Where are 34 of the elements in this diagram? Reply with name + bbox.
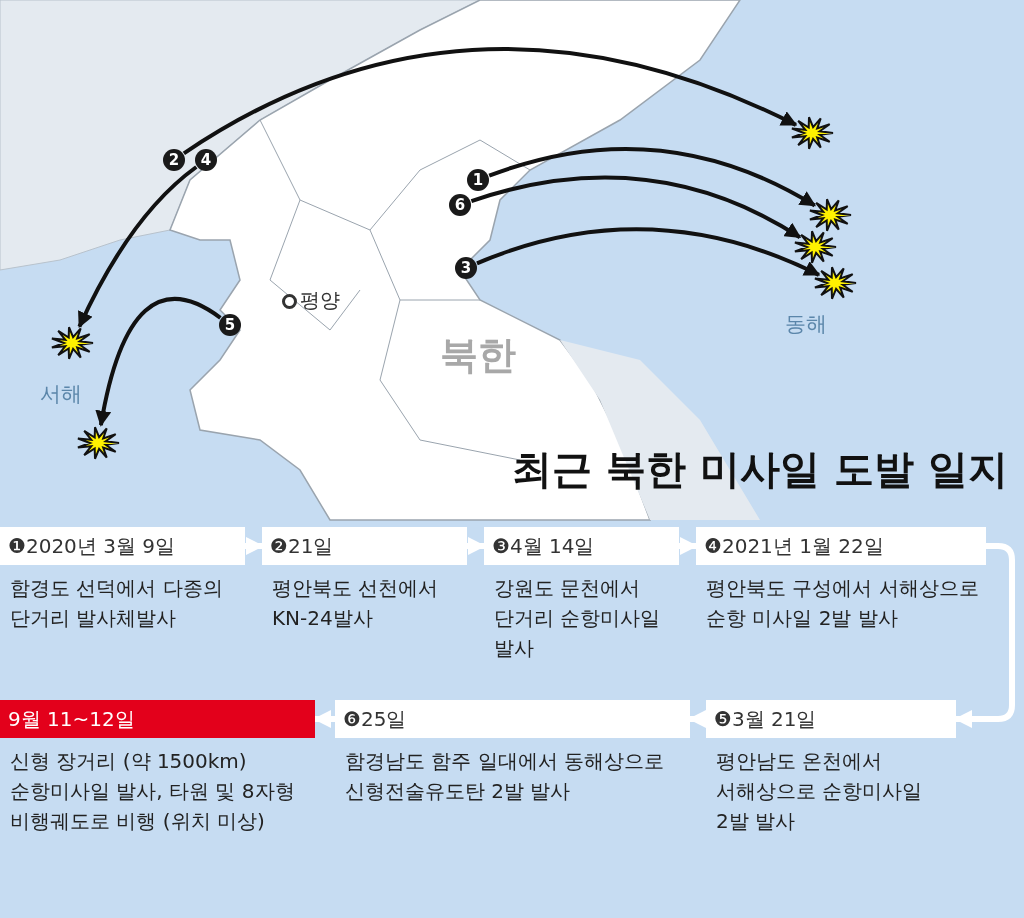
- date-header: ❺3월 21일: [706, 700, 956, 738]
- explosion-icon: [793, 230, 837, 264]
- missile-trajectory-arrow: [470, 175, 802, 239]
- event-description: 신형 장거리 (약 1500km) 순항미사일 발사, 타원 및 8자형 비행궤도로 비행 (위치 미상): [10, 748, 296, 835]
- sea-label: 동해: [785, 311, 827, 338]
- date-header: ❸4월 14일: [484, 527, 679, 565]
- date-header: ❹2021년 1월 22일: [696, 527, 986, 565]
- timeline-arrow: [679, 537, 698, 555]
- event-description: 평안남도 온천에서 서해상으로 순항미사일 2발 발사: [716, 748, 924, 835]
- event-description: 함경남도 함주 일대에서 동해상으로 신형전술유도탄 2발 발사: [345, 748, 666, 805]
- missile-trajectory-arrow: [182, 47, 798, 155]
- event-description: 평안북도 구성에서 서해상으로 순항 미사일 2발 발사: [706, 575, 980, 632]
- missile-trajectory-arrow: [476, 227, 821, 277]
- event-description: 함경도 선덕에서 다종의 단거리 발사체발사: [10, 575, 224, 632]
- missile-trajectory-arrow: [488, 146, 817, 208]
- explosion-icon: [50, 326, 94, 360]
- explosion-icon: [790, 116, 834, 150]
- sea-label: 서해: [40, 381, 82, 408]
- title: 최근 북한 미사일 도발 일지: [512, 445, 1008, 494]
- explosion-icon: [813, 266, 857, 300]
- missile-trajectory-arrow: [77, 165, 198, 329]
- event-description: 평안북도 선천에서 KN-24발사: [272, 575, 440, 632]
- timeline-arrow: [245, 537, 264, 555]
- timeline-arrow: [467, 537, 486, 555]
- region-label: 북한: [440, 332, 516, 379]
- date-header: ❷21일: [262, 527, 467, 565]
- explosion-icon: [808, 198, 852, 232]
- explosion-icon: [76, 426, 120, 460]
- missile-trajectory-arrow: [95, 297, 222, 427]
- event-description: 강원도 문천에서 단거리 순항미사일 발사: [494, 575, 662, 662]
- date-header: ❻25일: [335, 700, 690, 738]
- date-header: ❶2020년 3월 9일: [0, 527, 245, 565]
- date-header: 9월 11~12일: [0, 700, 315, 738]
- city-label: 평양: [300, 287, 340, 314]
